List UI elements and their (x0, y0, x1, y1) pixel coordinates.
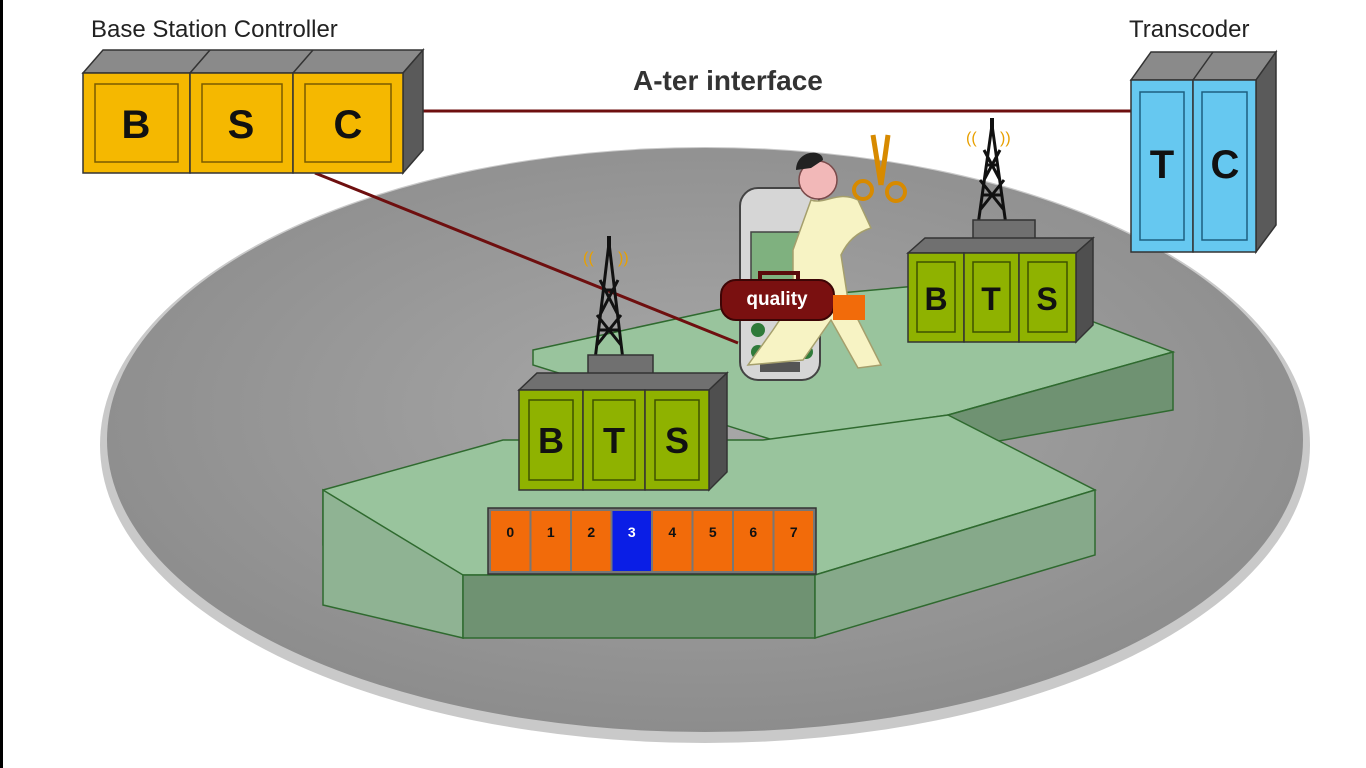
bts-right-letter-b: B (924, 281, 947, 317)
svg-text:((: (( (966, 130, 977, 147)
diagram-canvas: B S C Base Station Controller T C Transc… (81, 16, 1310, 743)
timeslot-label-5: 5 (709, 524, 717, 540)
bsc-title: Base Station Controller (91, 16, 338, 43)
timeslot-label-3: 3 (628, 524, 636, 540)
tc-letter-t: T (1150, 143, 1174, 187)
timeslot-label-4: 4 (668, 524, 676, 540)
timeslot-6 (734, 511, 773, 571)
tc-title: Transcoder (1129, 16, 1250, 43)
bsc-cabinet: B S C (81, 47, 425, 176)
timeslot-7 (774, 511, 813, 571)
bts-right-letter-s: S (1036, 281, 1057, 317)
svg-text:((: (( (583, 250, 594, 267)
quality-badge: quality (720, 271, 865, 321)
bts-left-letter-s: S (665, 420, 689, 461)
cell-area-right-side (814, 488, 1096, 640)
tc-cabinet: T C (1129, 49, 1278, 255)
bsc-bts-link (314, 171, 739, 345)
svg-text:)): )) (618, 250, 629, 267)
bsc-letter-b: B (122, 103, 151, 147)
bsc-letter-s: S (228, 103, 255, 147)
bts-cabinet-left: B T S (517, 371, 729, 492)
timeslot-strip: 0 1 2 3 4 5 6 7 (487, 507, 817, 575)
ater-label: A-ter interface (633, 65, 823, 96)
timeslot-label-2: 2 (587, 524, 595, 540)
timeslot-5 (693, 511, 732, 571)
bts-right-letter-t: T (981, 281, 1001, 317)
timeslot-1 (531, 511, 570, 571)
timeslot-0 (491, 511, 530, 571)
timeslot-2 (572, 511, 611, 571)
scissors-icon (852, 134, 907, 203)
timeslot-label-6: 6 (749, 524, 757, 540)
cell-area-front (462, 574, 816, 639)
timeslot-label-7: 7 (790, 524, 798, 540)
timeslot-3 (612, 511, 651, 571)
timeslot-label-1: 1 (547, 524, 555, 540)
bsc-letter-c: C (334, 103, 363, 147)
bts-left-letter-t: T (603, 420, 625, 461)
quality-label: quality (746, 289, 808, 310)
bts-cabinet-right: B T S (906, 236, 1095, 344)
bts-left-letter-b: B (538, 420, 564, 461)
timeslot-4 (653, 511, 692, 571)
timeslot-label-0: 0 (506, 524, 514, 540)
tc-letter-c: C (1211, 143, 1240, 187)
svg-text:)): )) (1000, 130, 1011, 147)
